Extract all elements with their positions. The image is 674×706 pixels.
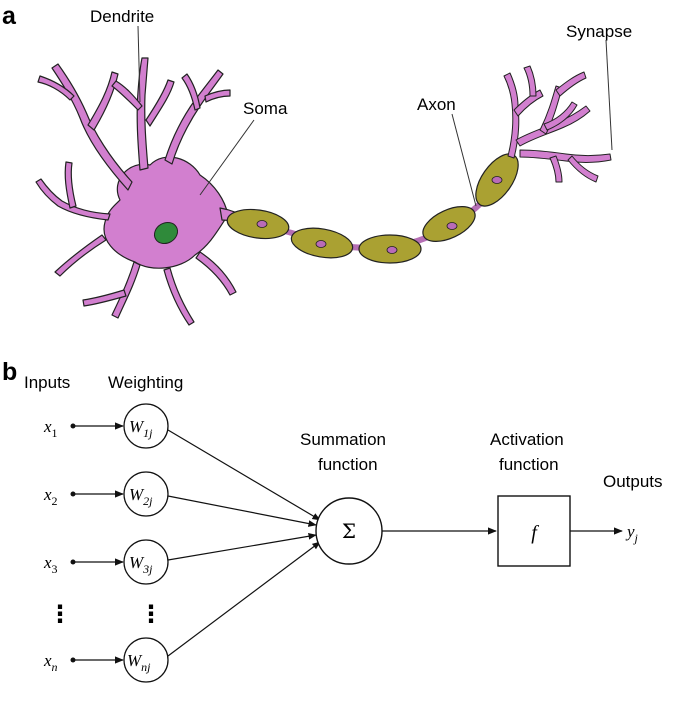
input-x3-base: x <box>43 553 52 572</box>
svg-text:x3: x3 <box>43 553 58 576</box>
input-xn-sub: n <box>52 660 58 674</box>
axon-terminals <box>503 65 612 183</box>
weights-ellipsis: ⋮ <box>139 600 163 628</box>
panel-b-label: b <box>2 358 17 386</box>
panel-a-annotations <box>137 25 613 207</box>
input-xn-base: x <box>43 651 52 670</box>
axon-label: Axon <box>417 95 456 114</box>
input-x3-sub: 3 <box>52 562 58 576</box>
myelin-sheaths <box>226 153 519 264</box>
svg-text:x1: x1 <box>43 417 58 440</box>
weight-node <box>123 637 169 683</box>
weight-w1-base: W <box>129 417 145 436</box>
myelin-nuclei <box>256 176 503 254</box>
dendrite-label: Dendrite <box>90 7 154 26</box>
dendrite-tree <box>35 57 249 326</box>
activation-symbol: f <box>531 522 539 544</box>
input-x2-sub: 2 <box>52 494 58 508</box>
svg-text:x2: x2 <box>43 485 58 508</box>
soma-label: Soma <box>243 99 288 118</box>
biological-neuron <box>35 57 612 326</box>
svg-text:W1j: W1j <box>129 417 153 440</box>
synapse-label: Synapse <box>566 22 632 41</box>
weighting-header: Weighting <box>108 373 183 392</box>
summation-header-line1: Summation <box>300 430 386 449</box>
activation-box <box>497 495 571 567</box>
inputs-header: Inputs <box>24 373 70 392</box>
weight-node <box>123 403 169 449</box>
activation-header-line2: function <box>499 455 559 474</box>
svg-text:xn: xn <box>43 651 58 674</box>
outputs-header: Outputs <box>603 472 663 491</box>
svg-text:W3j: W3j <box>129 553 153 576</box>
svg-text:yj: yj <box>625 522 639 545</box>
activation-header-line1: Activation <box>490 430 564 449</box>
input-x1-base: x <box>43 417 52 436</box>
svg-text:Wnj: Wnj <box>127 651 151 674</box>
weight-w3-sub: 3j <box>142 562 153 576</box>
weight-wn-base: W <box>127 651 143 670</box>
input-row-n: xn Wnj <box>43 637 169 683</box>
summation-symbol: Σ <box>342 519 356 543</box>
panel-a-label: a <box>2 2 17 30</box>
weight-node <box>123 539 169 585</box>
input-row-2: x2 W2j <box>43 471 169 517</box>
output-y-sub: j <box>633 531 639 545</box>
weight-w3-base: W <box>129 553 145 572</box>
weight-w1-sub: 1j <box>143 426 153 440</box>
output-y-base: y <box>625 522 635 541</box>
inputs-ellipsis: ⋮ <box>48 600 72 628</box>
input-x1-sub: 1 <box>52 426 58 440</box>
soma-nucleus <box>153 221 179 245</box>
weight-to-sum-arrows <box>167 429 321 657</box>
weight-wn-sub: nj <box>141 660 151 674</box>
weight-w2-sub: 2j <box>143 494 153 508</box>
input-row-1: x1 W1j <box>43 403 169 449</box>
weight-node <box>123 471 169 517</box>
input-x2-base: x <box>43 485 52 504</box>
summation-header-line2: function <box>318 455 378 474</box>
weight-w2-base: W <box>129 485 145 504</box>
input-row-3: x3 W3j <box>43 539 169 585</box>
svg-text:W2j: W2j <box>129 485 153 508</box>
